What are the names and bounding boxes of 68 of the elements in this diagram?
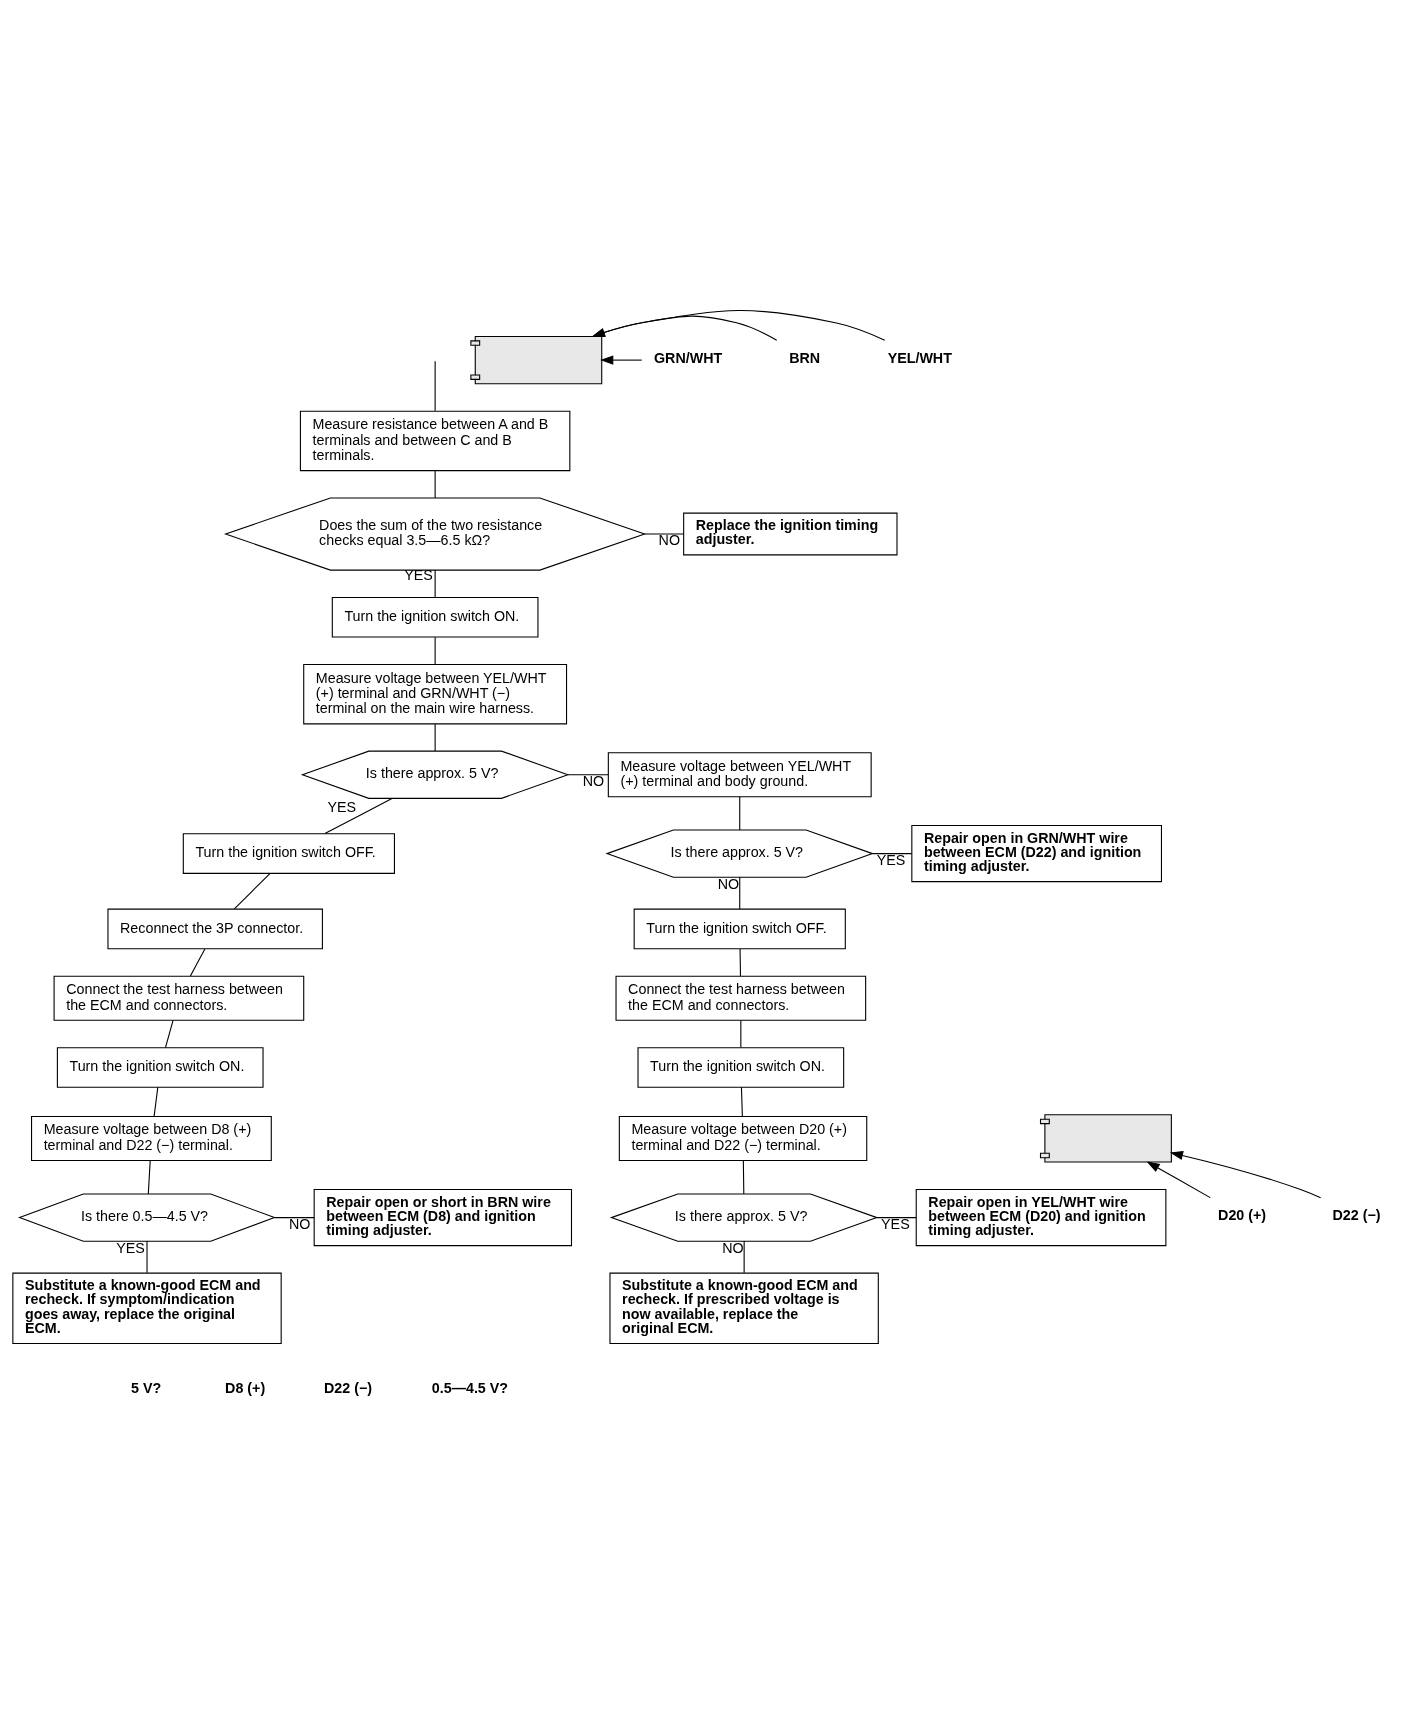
node-box: Turn the ignition switch ON. <box>56 1046 264 1088</box>
label: D22 (−) <box>324 1379 373 1396</box>
connector <box>740 1019 742 1048</box>
node-box: Replace the ignition timing adjuster. <box>683 512 898 555</box>
connector <box>742 1159 745 1194</box>
arrow <box>591 309 886 341</box>
node-box: Repair open in GRN/WHT wire between ECM (D22) and ignition timing adjuster. <box>911 824 1162 882</box>
connector <box>644 533 685 535</box>
edge-label: NO <box>288 1215 311 1232</box>
node-text: D22 (−) <box>1332 1206 1381 1223</box>
connector <box>434 360 436 411</box>
node-text: YEL/WHT <box>887 349 952 366</box>
edge-label: NO <box>722 1239 744 1256</box>
connector <box>146 1240 148 1273</box>
edge-label: YES <box>876 851 906 868</box>
connector <box>876 1216 917 1218</box>
connector <box>872 852 913 854</box>
node-box: Repair open in YEL/WHT wire between ECM (D20) and ignition timing adjuster. <box>915 1188 1167 1246</box>
connector <box>233 872 271 909</box>
edge-label: NO <box>717 875 740 892</box>
edge-label: NO <box>582 772 605 789</box>
connector <box>434 568 436 598</box>
label: 5 V? <box>131 1379 162 1396</box>
connector <box>153 1086 159 1117</box>
connector <box>434 636 436 665</box>
label: D8 (+) <box>225 1379 266 1396</box>
node-box: Reconnect the 3P connector. <box>107 908 323 949</box>
connector <box>189 948 206 976</box>
connector <box>740 1086 743 1117</box>
node-box: Substitute a known-good ECM and recheck. If prescribed voltage is now available, replace the original ECM. <box>609 1272 879 1344</box>
node-text: D20 (+) <box>1218 1206 1267 1223</box>
node-box: Connect the test harness between the ECM and connectors. <box>615 975 867 1021</box>
connector <box>164 1019 174 1048</box>
connector <box>739 876 741 910</box>
edge-label: YES <box>327 798 357 815</box>
node-box: Measure voltage between D8 (+) terminal and D22 (−) terminal. <box>31 1115 272 1161</box>
edge-label: YES <box>116 1239 145 1256</box>
connector <box>743 1240 745 1273</box>
edge-label: NO <box>658 531 681 548</box>
node-box: Connect the test harness between the ECM and connectors. <box>53 975 305 1021</box>
node-text: BRN <box>789 349 821 366</box>
picture <box>1039 1113 1172 1163</box>
connector <box>434 469 436 499</box>
arrow <box>600 355 643 365</box>
arrow <box>591 315 778 341</box>
node-box: Turn the ignition switch ON. <box>331 596 539 638</box>
node-box: Measure voltage between YEL/WHT (+) terminal and body ground. <box>607 751 872 797</box>
connector <box>739 948 742 976</box>
connector <box>324 797 393 834</box>
arrow <box>1169 1150 1322 1198</box>
node-box: Measure voltage between YEL/WHT (+) terminal and GRN/WHT (−) terminal on the main wire harness. <box>303 663 568 724</box>
connector <box>739 795 741 830</box>
connector <box>434 723 436 752</box>
edge-label: YES <box>881 1215 910 1232</box>
node-box: Repair open or short in BRN wire between ECM (D8) and ignition timing adjuster. <box>313 1188 573 1246</box>
connector <box>274 1216 315 1218</box>
node-box: Turn the ignition switch OFF. <box>182 832 395 874</box>
arrow <box>1146 1160 1211 1198</box>
picture <box>470 335 603 384</box>
connector <box>147 1159 151 1194</box>
connector <box>567 773 609 775</box>
node-box: Measure resistance between A and B terminals and between C and B terminals. <box>299 410 571 471</box>
label: 0.5—4.5 V? <box>431 1379 509 1396</box>
node-box: Measure voltage between D20 (+) terminal and D22 (−) terminal. <box>618 1115 868 1161</box>
node-box: Turn the ignition switch OFF. <box>633 908 846 949</box>
node-box: Substitute a known-good ECM and recheck. If symptom/indication goes away, replace the original ECM. <box>12 1272 282 1344</box>
node-text: GRN/WHT <box>653 349 723 366</box>
node-box: Turn the ignition switch ON. <box>637 1046 845 1088</box>
